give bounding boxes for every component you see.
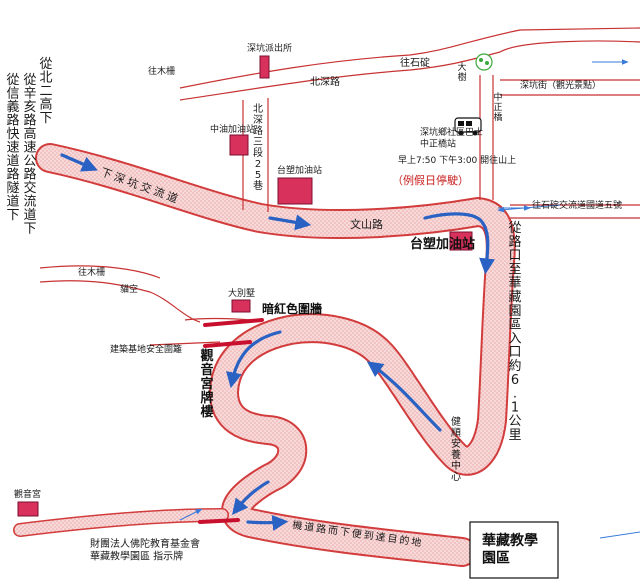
big-tree-icon <box>475 53 493 71</box>
label-construction-fence: 建築基地安全圍籬 <box>110 343 182 355</box>
label-beishen-road: 北深路 <box>310 75 340 88</box>
dark-red-wall-bar <box>203 318 264 327</box>
label-bus-schedule: 早上7:50 下午3:00 開往山上 <box>398 154 516 166</box>
route-arrows <box>60 153 496 531</box>
label-big-villa: 大別墅 <box>228 287 255 299</box>
taisu-gas-small-marker <box>277 177 313 205</box>
taisu-gas-big-marker <box>449 231 473 251</box>
label-zhongzheng-bridge: 中正橋 <box>493 91 502 123</box>
big-villa-marker <box>231 299 251 313</box>
label-taisu-gas-big: 台塑加油站 <box>410 236 475 252</box>
main-route <box>13 143 516 567</box>
construction-fence-bar <box>203 340 252 348</box>
label-foundation-sign: 財團法人佛陀教育基金會華藏教學園區 指示牌 <box>90 537 200 563</box>
label-guanyin-temple: 觀音宮 <box>14 488 41 500</box>
label-holiday-note: （例假日停駛） <box>392 173 469 187</box>
label-destination: 華藏教學園區 <box>482 532 538 567</box>
label-wangmu-2: 往木柵 <box>78 266 105 278</box>
labels: 從北二高下從辛亥路高速公路交流道下從信義路快速道路隧道下下深坑交流道文山路北深路… <box>6 42 622 567</box>
label-shenkeng-street: 深坑街（觀光景點） <box>520 79 601 91</box>
label-police-station: 深坑派出所 <box>247 42 292 54</box>
sign-bar <box>198 518 240 524</box>
destination-box <box>469 521 559 579</box>
pointer-arrows <box>179 59 640 539</box>
label-wang-shiding: 往石碇 <box>400 56 430 69</box>
bus-icon <box>454 117 482 136</box>
label-maokong: 貓空 <box>120 283 138 295</box>
label-wangmu-1: 往木柵 <box>148 65 175 77</box>
label-wang-shiding-interchange: 往石碇交流道國道五號 <box>532 199 622 211</box>
police-station-marker <box>259 55 270 79</box>
zhongyou-gas-marker <box>229 134 249 156</box>
label-bus-stop: 深坑鄉社區巴士中正橋站 <box>420 126 483 149</box>
label-zhongyou-gas: 中油加油站 <box>210 123 255 135</box>
label-guanyin-gate: 觀音宮牌樓 <box>200 348 213 420</box>
label-health-center: 健順安養中心 <box>451 416 461 483</box>
note-from-north-2nd-highway: 從北二高下 <box>39 57 52 126</box>
label-taisu-gas-small: 台塑加油站 <box>277 164 322 176</box>
note-from-xinyi-tunnel: 從信義路快速道路隧道下 <box>6 73 19 223</box>
minor-roads <box>39 27 640 346</box>
label-dark-red-wall: 暗紅色圍牆 <box>262 301 322 316</box>
note-from-xinhai-interchange: 從辛亥路高速公路交流道下 <box>23 73 36 237</box>
label-wenshan-road: 文山路 <box>350 217 383 231</box>
guanyin-temple-marker <box>17 501 39 517</box>
label-big-tree: 大樹 <box>457 61 466 83</box>
